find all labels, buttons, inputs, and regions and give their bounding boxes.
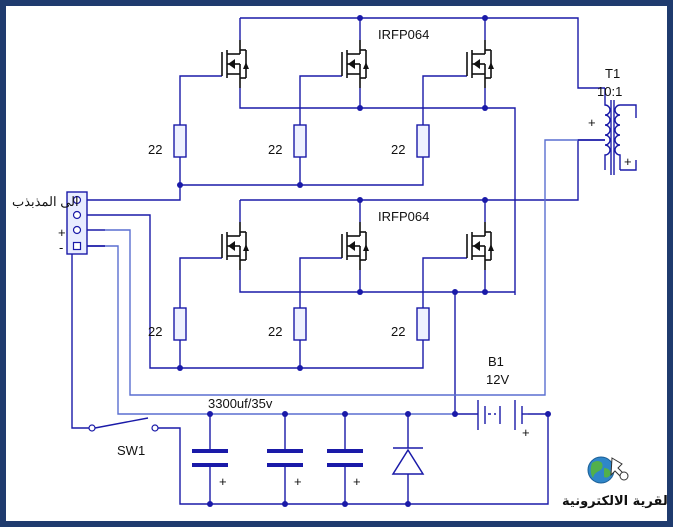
resistor-top-3: [416, 124, 430, 158]
capacitor-3-plus: +: [353, 474, 361, 489]
capacitor-label: 3300uf/35v: [208, 396, 273, 411]
mosfet-label-top: IRFP064: [378, 27, 429, 42]
schematic-canvas: 22 22 22 22 22 22 IRFP064 IRFP064 الى ال…: [6, 6, 667, 521]
connector-pin-3: [72, 225, 82, 235]
top-drain-bus: [240, 17, 605, 89]
battery-name: B1: [488, 354, 504, 369]
resistor-bottom-2: [293, 307, 307, 341]
connector-pin-4: [72, 241, 82, 251]
transformer-ratio: 10:1: [597, 84, 622, 99]
resistor-bottom-1: [173, 307, 187, 341]
resistor-top-2: [293, 124, 307, 158]
resistor-label-bottom-2: 22: [268, 324, 282, 339]
resistor-label-bottom-1: 22: [148, 324, 162, 339]
resistor-label-top-1: 22: [148, 142, 162, 157]
resistor-label-top-3: 22: [391, 142, 405, 157]
battery-voltage: 12V: [486, 372, 509, 387]
top-source-bus: [239, 88, 516, 295]
transformer-t1: [578, 88, 621, 175]
capacitor-2: [267, 449, 303, 467]
mosfet-label-bottom: IRFP064: [378, 209, 429, 224]
logo-text: القرية الالكترونية: [562, 494, 667, 509]
mosfet-bottom-1: [221, 222, 249, 270]
resistor-top-1: [173, 124, 187, 158]
capacitor-1-plus: +: [219, 474, 227, 489]
connector-pin-2: [72, 210, 82, 220]
mosfet-bottom-2: [341, 222, 369, 270]
transformer-name: T1: [605, 66, 620, 81]
mosfet-top-1: [221, 40, 249, 88]
connector-minus-label: -: [59, 240, 63, 255]
globe-logo-icon: [587, 456, 629, 484]
diode: [391, 447, 425, 478]
resistor-bottom-3: [416, 307, 430, 341]
resistor-label-bottom-3: 22: [391, 324, 405, 339]
connector-label: الى المذبذب: [12, 194, 79, 209]
resistor-label-top-2: 22: [268, 142, 282, 157]
mosfet-top-3: [466, 40, 494, 88]
mosfet-top-2: [341, 40, 369, 88]
connector-plus-label: +: [58, 225, 66, 240]
switch-label: SW1: [117, 443, 145, 458]
circuit-diagram: 22 22 22 22 22 22 IRFP064 IRFP064 الى ال…: [12, 15, 667, 509]
mosfet-bottom-3: [466, 222, 494, 270]
oscillator-connector: [66, 191, 88, 255]
capacitor-1: [192, 449, 228, 467]
transformer-secondary-plus: +: [624, 154, 632, 169]
battery-b1: [477, 400, 528, 430]
capacitor-3: [327, 449, 363, 467]
battery-plus: +: [522, 425, 530, 440]
capacitor-2-plus: +: [294, 474, 302, 489]
switch-sw1: [88, 417, 159, 432]
connector-pin-1: [72, 195, 82, 205]
transformer-primary-plus: +: [588, 115, 596, 130]
